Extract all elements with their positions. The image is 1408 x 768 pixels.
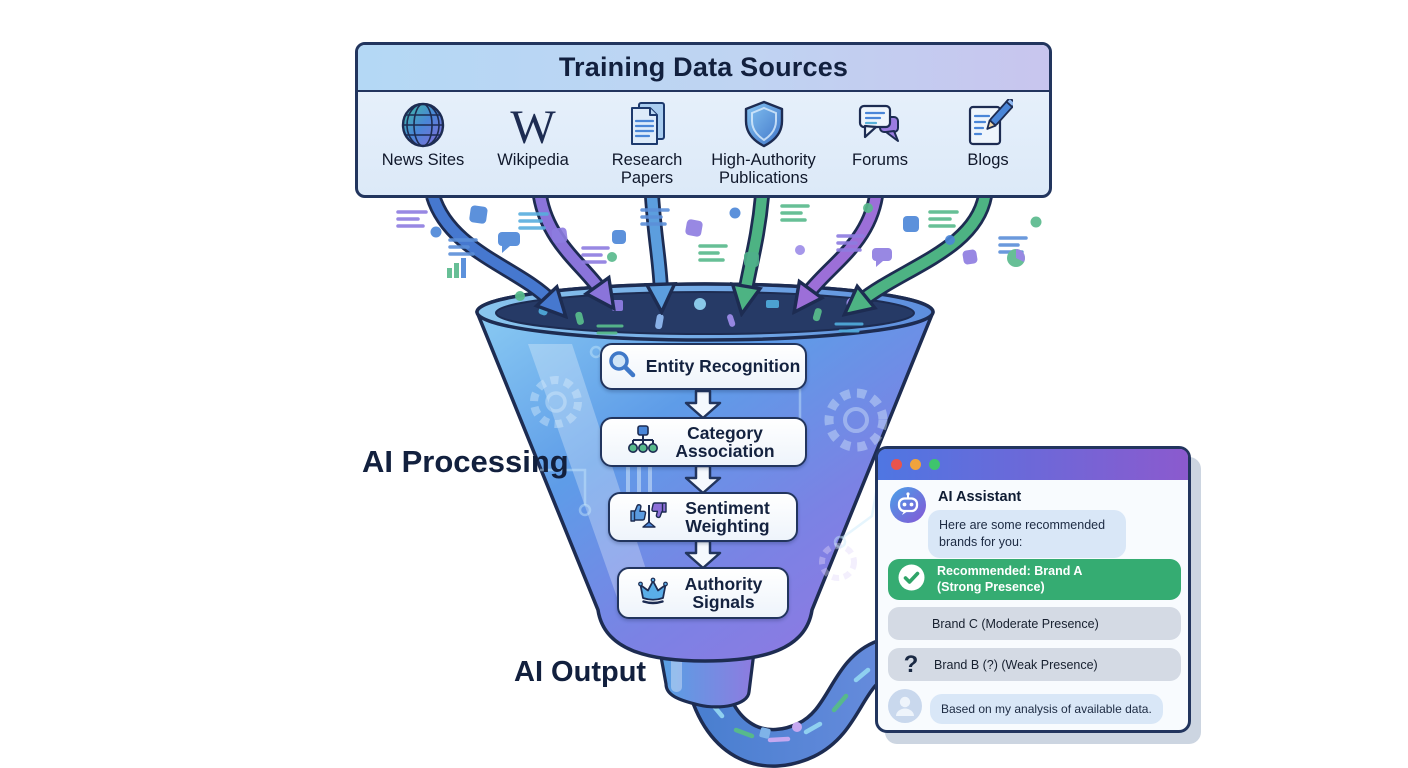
source-item-news-sites: News Sites [373, 95, 473, 170]
stage-label: Category Association [675, 422, 775, 461]
recommendation-line2: (Strong Presence) [937, 579, 1045, 594]
brand-result-weak: ? Brand B (?) (Weak Presence) [888, 648, 1181, 681]
stage-sentiment-weighting: Sentiment Weighting [608, 492, 798, 542]
ai-assistant-window: AI Assistant Here are some recommended b… [875, 446, 1191, 733]
source-label: Research Papers [611, 151, 683, 187]
data-confetti-graphic [396, 203, 1042, 278]
stage-category-association: Category Association [600, 417, 807, 467]
window-titlebar [878, 449, 1188, 480]
assistant-message-bubble: Here are some recommended brands for you… [928, 510, 1126, 558]
hierarchy-icon [626, 424, 660, 460]
robot-avatar-icon [889, 486, 927, 529]
assistant-name: AI Assistant [938, 489, 1022, 505]
globe-icon [399, 95, 447, 149]
ai-output-label: AI Output [514, 656, 647, 688]
stage-authority-signals: Authority Signals [617, 567, 789, 619]
brand-result-text: Brand C (Moderate Presence) [932, 616, 1099, 631]
ai-processing-label: AI Processing [362, 444, 569, 479]
documents-icon [623, 95, 671, 149]
panel-header: Training Data Sources [358, 45, 1049, 92]
wikipedia-w-icon: W [507, 95, 559, 149]
source-item-high-authority: High-Authority Publications [691, 95, 836, 188]
crown-icon [637, 576, 669, 611]
magnifier-icon [607, 349, 637, 384]
panel-title: Training Data Sources [558, 52, 849, 82]
recommended-brand-banner: Recommended: Brand A (Strong Presence) [888, 559, 1181, 600]
svg-text:W: W [510, 101, 556, 149]
recommendation-text: Recommended: Brand A (Strong Presence) [937, 564, 1082, 595]
note-pencil-icon [963, 95, 1013, 149]
source-item-research-papers: Research Papers [592, 95, 702, 188]
check-circle-icon [898, 564, 925, 596]
chat-bubbles-icon [854, 95, 906, 149]
question-mark-icon: ? [903, 650, 919, 678]
source-item-wikipedia: W Wikipedia [483, 95, 583, 170]
maximize-window-dot [929, 459, 940, 470]
shield-icon [741, 95, 787, 149]
output-pipe-graphic [685, 630, 960, 768]
minimize-window-dot [910, 459, 921, 470]
user-avatar-icon [888, 689, 922, 728]
assistant-footer-message: Based on my analysis of available data. [930, 693, 1163, 724]
source-label: Wikipedia [497, 151, 569, 169]
close-window-dot [891, 459, 902, 470]
thumbs-up-down-icon [629, 499, 669, 536]
training-data-sources-panel: Training Data Sources News Sites [355, 42, 1052, 198]
stage-connector-arrows [684, 389, 722, 570]
source-label: Forums [852, 151, 908, 169]
stage-label: Authority Signals [684, 573, 763, 612]
source-label: High-Authority Publications [711, 151, 816, 187]
stage-entity-recognition: Entity Recognition [600, 343, 807, 390]
source-item-blogs: Blogs [946, 95, 1030, 170]
stage-label: Sentiment Weighting [685, 497, 770, 536]
recommendation-line1: Recommended: Brand A [937, 563, 1083, 578]
brand-result-text: Brand B (?) (Weak Presence) [934, 657, 1098, 672]
source-label: Blogs [967, 151, 1009, 169]
brand-result-moderate: Brand C (Moderate Presence) [888, 607, 1181, 640]
source-item-forums: Forums [836, 95, 924, 170]
assistant-footer-row: Based on my analysis of available data. [888, 689, 1163, 728]
stage-label: Entity Recognition [645, 356, 801, 377]
source-label: News Sites [381, 151, 465, 169]
